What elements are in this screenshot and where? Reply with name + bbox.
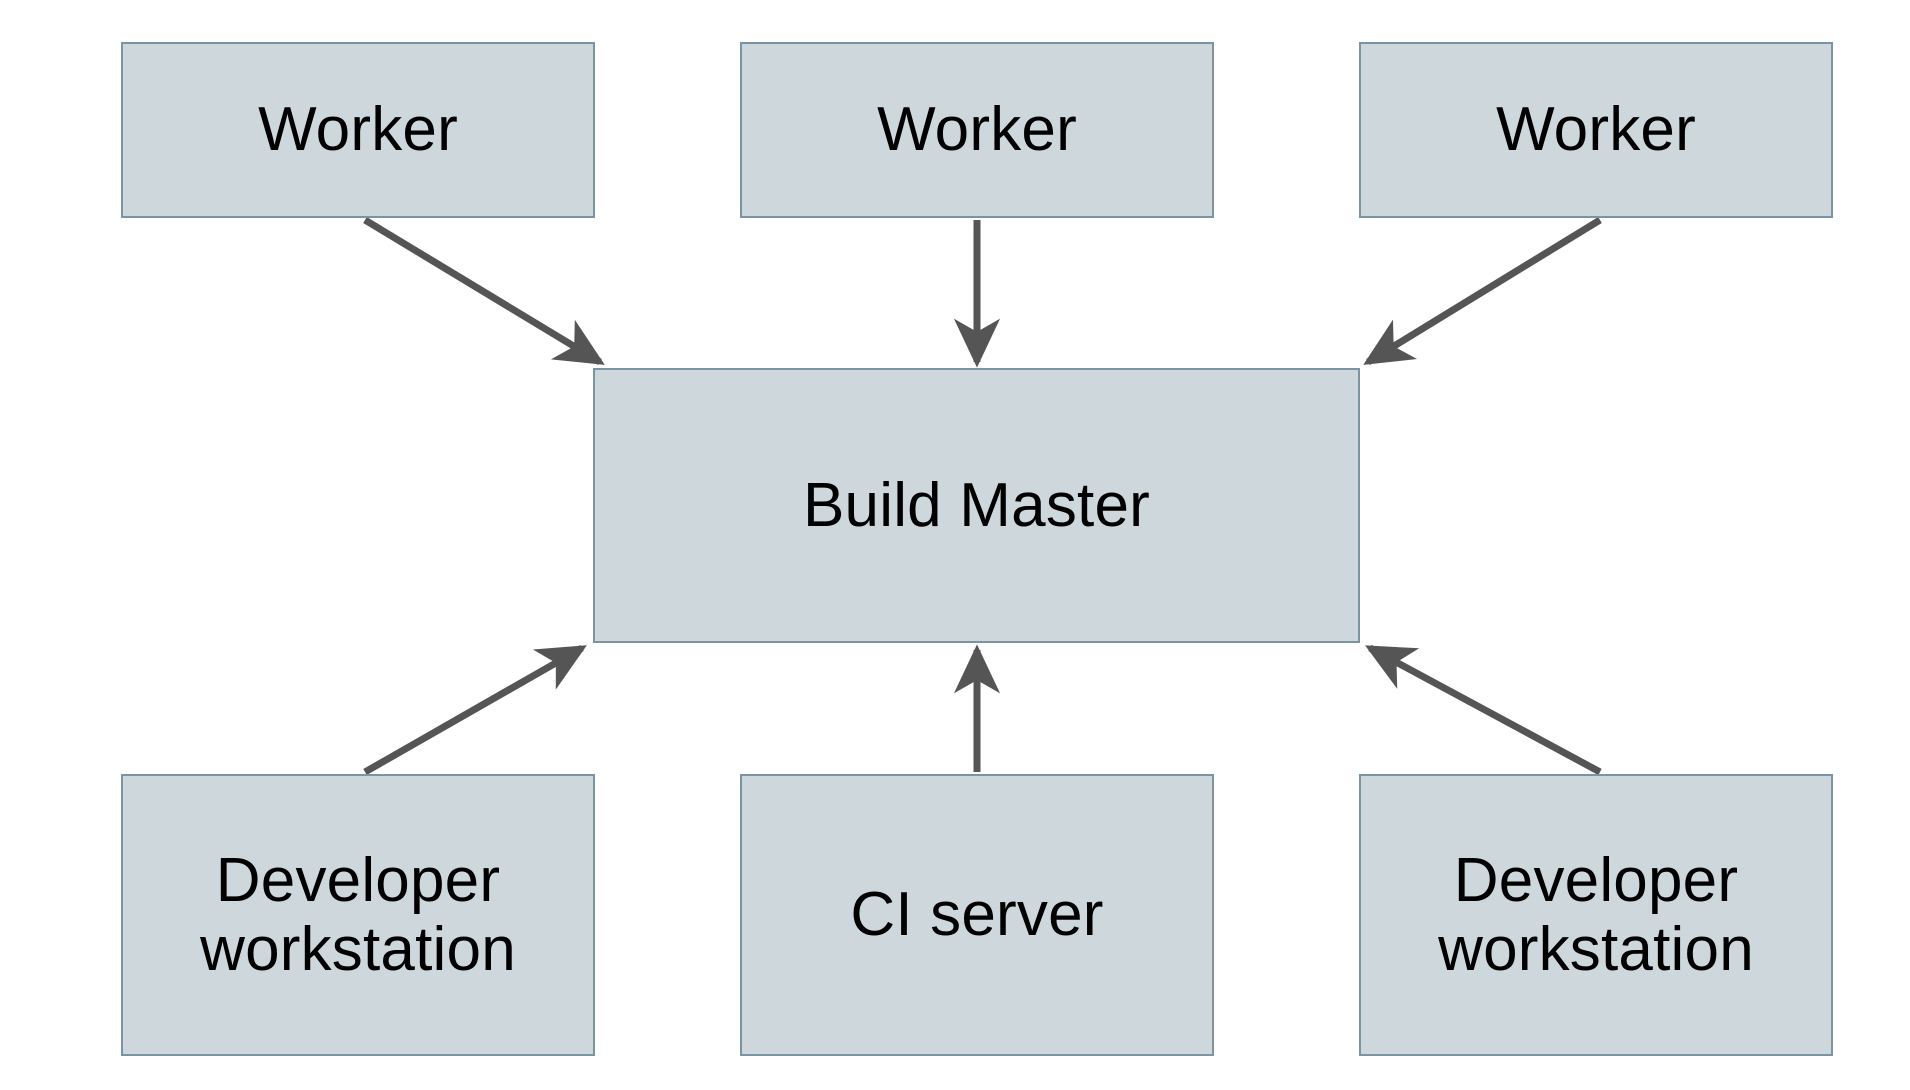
node-label: Build Master [803, 470, 1150, 540]
node-developer-workstation-right[interactable]: Developer workstation [1359, 774, 1833, 1056]
node-label: Developer workstation [1438, 845, 1754, 984]
node-label: CI server [850, 880, 1104, 950]
edge-worker3-to-master [1363, 217, 1602, 365]
node-worker-3[interactable]: Worker [1359, 42, 1833, 218]
node-build-master[interactable]: Build Master [593, 368, 1360, 643]
node-developer-workstation-left[interactable]: Developer workstation [121, 774, 595, 1056]
edge-devright-to-master [1365, 644, 1602, 776]
node-worker-1[interactable]: Worker [121, 42, 595, 218]
node-label: Developer workstation [200, 845, 516, 984]
node-worker-2[interactable]: Worker [740, 42, 1214, 218]
node-label: Worker [877, 95, 1077, 165]
node-ci-server[interactable]: CI server [740, 774, 1214, 1056]
edge-devleft-to-master [363, 644, 587, 776]
node-label: Worker [1496, 95, 1696, 165]
node-label: Worker [258, 95, 458, 165]
edge-worker1-to-master [363, 217, 605, 365]
